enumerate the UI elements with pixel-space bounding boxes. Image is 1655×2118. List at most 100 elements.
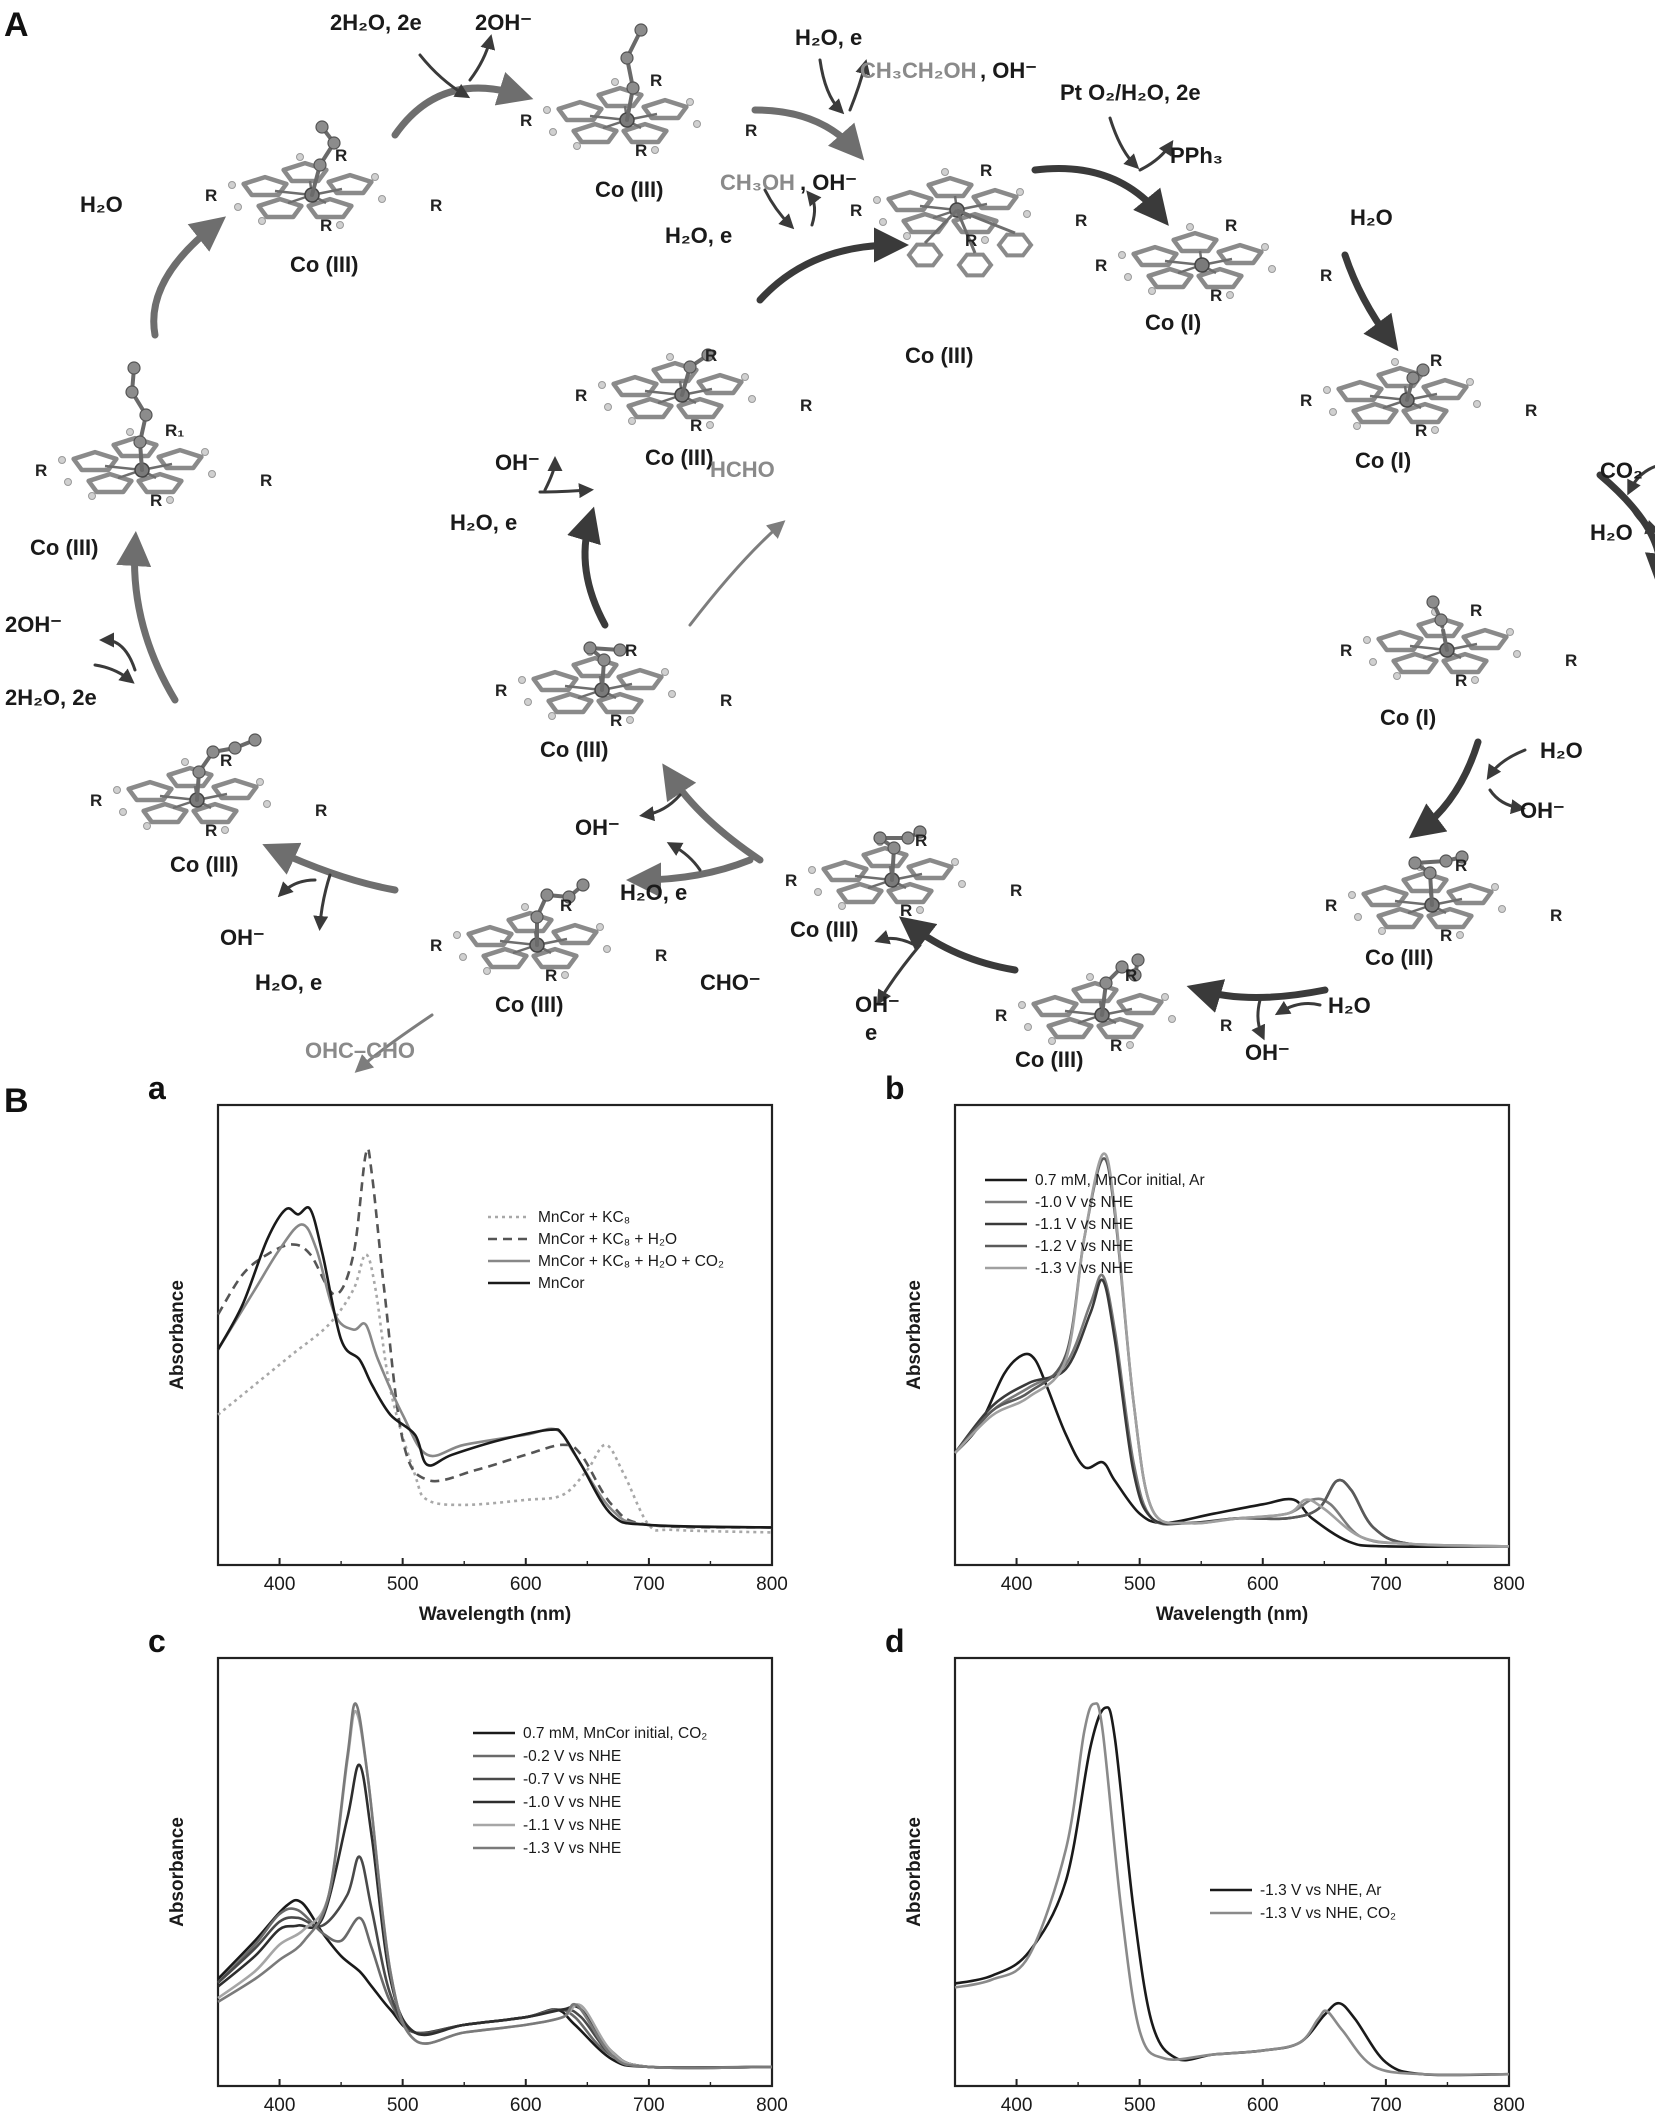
legend-label: -0.7 V vs NHE bbox=[523, 1771, 621, 1788]
reagent-label: CH₃OH bbox=[720, 170, 795, 195]
hydrogen-atom bbox=[1161, 993, 1169, 1001]
side-arrow bbox=[1251, 998, 1265, 1041]
reagent-label: HCHO bbox=[710, 457, 775, 482]
pyrrole-ring bbox=[136, 471, 184, 495]
hydrogen-atom bbox=[1186, 223, 1194, 231]
reagent-label: H₂O bbox=[1328, 993, 1371, 1018]
side-arrow bbox=[1274, 1000, 1322, 1016]
substituent-label: R bbox=[575, 386, 587, 405]
side-arrow bbox=[818, 58, 845, 115]
p-c-bond bbox=[923, 208, 959, 245]
legend-label: 0.7 mM, MnCor initial, CO₂ bbox=[523, 1725, 707, 1742]
hydrogen-atom bbox=[1431, 426, 1439, 434]
pyrrole-ring bbox=[466, 924, 514, 948]
pyrrole-ring bbox=[1441, 651, 1489, 675]
hydrogen-atom bbox=[1491, 883, 1499, 891]
series-line bbox=[954, 1352, 1510, 1548]
reagent-label: 2H₂O, 2e bbox=[5, 685, 97, 710]
hydrogen-atom bbox=[1048, 1037, 1056, 1045]
pyrrole-ring bbox=[531, 946, 579, 970]
hydrogen-atom bbox=[208, 470, 216, 478]
ligand-atom bbox=[228, 741, 242, 755]
substituent-label: R bbox=[1225, 216, 1237, 235]
series-line bbox=[217, 1855, 773, 2070]
side-arrow bbox=[806, 190, 822, 227]
hydrogen-atom bbox=[628, 417, 636, 425]
hydrogen-atom bbox=[838, 902, 846, 910]
hydrogen-atom bbox=[1348, 891, 1356, 899]
series-line bbox=[216, 1147, 773, 1529]
legend-label: -1.0 V vs NHE bbox=[523, 1794, 621, 1811]
pyrrole-ring bbox=[1131, 244, 1179, 268]
legend-label: MnCor bbox=[538, 1275, 585, 1292]
ligand-atom bbox=[1439, 854, 1453, 868]
ligand-atom bbox=[913, 825, 927, 839]
hydrogen-atom bbox=[879, 218, 887, 226]
x-tick-label: 500 bbox=[387, 1574, 419, 1595]
hydrogen-atom bbox=[113, 786, 121, 794]
legend-label: -1.3 V vs NHE bbox=[1035, 1260, 1133, 1277]
cycle-arrow bbox=[1031, 164, 1169, 226]
reagent-label: CO₂ bbox=[1600, 458, 1643, 483]
hydrogen-atom bbox=[1023, 210, 1031, 218]
hydrogen-atom bbox=[1393, 672, 1401, 680]
hydrogen-atom bbox=[1456, 931, 1464, 939]
pyrrole-ring bbox=[1336, 379, 1384, 403]
pyrrole-ring bbox=[836, 881, 884, 905]
side-arrow bbox=[639, 793, 682, 822]
pyrrole-ring bbox=[1391, 651, 1439, 675]
reagent-label: OH⁻ bbox=[220, 925, 265, 950]
side-arrow bbox=[848, 59, 871, 112]
side-arrow bbox=[1138, 140, 1174, 172]
substituent-label: R bbox=[220, 751, 232, 770]
ligand-atom bbox=[315, 120, 329, 134]
series-line bbox=[954, 1273, 1510, 1548]
hydrogen-atom bbox=[371, 173, 379, 181]
sub-panel-label: b bbox=[885, 1070, 905, 1106]
state-label: Co (I) bbox=[1145, 310, 1201, 335]
p-c-bond bbox=[956, 208, 1016, 235]
y-axis-title: Absorbance bbox=[904, 1280, 925, 1390]
cycle-arrow bbox=[150, 216, 227, 339]
substituent-label: R bbox=[1415, 421, 1427, 440]
plot-frame bbox=[216, 1656, 774, 2088]
legend-label: -1.3 V vs NHE, CO₂ bbox=[1260, 1905, 1396, 1922]
hydrogen-atom bbox=[64, 478, 72, 486]
hydrogen-atom bbox=[483, 967, 491, 975]
hydrogen-atom bbox=[808, 866, 816, 874]
hydrogen-atom bbox=[1506, 628, 1514, 636]
state-label: Co (III) bbox=[790, 917, 858, 942]
pyrrole-ring bbox=[1216, 242, 1264, 266]
ligand-atom bbox=[540, 888, 554, 902]
hydrogen-atom bbox=[604, 403, 612, 411]
hydrogen-atom bbox=[549, 128, 557, 136]
reagent-label: Pt O₂/H₂O, 2e bbox=[1060, 80, 1201, 105]
substituent-label: R₁ bbox=[165, 421, 184, 440]
substituent-label: R bbox=[205, 821, 217, 840]
ligand-atom bbox=[634, 23, 648, 37]
x-tick-label: 700 bbox=[1370, 2095, 1402, 2116]
pyrrole-ring bbox=[861, 845, 909, 869]
state-labels: Co (I) Co (I) Co (I) Co (III) Co (III) C… bbox=[30, 177, 1436, 1072]
pyrrole-ring bbox=[596, 85, 644, 109]
x-tick-label: 700 bbox=[633, 2095, 665, 2116]
hydrogen-atom bbox=[1363, 636, 1371, 644]
legend-label: -1.3 V vs NHE, Ar bbox=[1260, 1882, 1381, 1899]
cycle-arrow bbox=[1408, 738, 1482, 839]
pyrrole-ring bbox=[1461, 627, 1509, 651]
hydrogen-atom bbox=[221, 826, 229, 834]
pyrrole-ring bbox=[1171, 230, 1219, 254]
reagent-label: OH⁻ bbox=[495, 450, 540, 475]
side-arrow bbox=[313, 873, 332, 931]
ligand-atom bbox=[1434, 613, 1448, 627]
substituent-label: R bbox=[625, 641, 637, 660]
x-tick-label: 800 bbox=[756, 2095, 788, 2116]
molecule-layer: RRRRRRRRRRRRRRRRRRRRRRRRRRRRRRRRRRRRRRR₁… bbox=[35, 23, 1577, 1055]
series-line bbox=[217, 1253, 773, 1534]
pyrrole-ring bbox=[1351, 401, 1399, 425]
state-label: Co (III) bbox=[495, 992, 563, 1017]
